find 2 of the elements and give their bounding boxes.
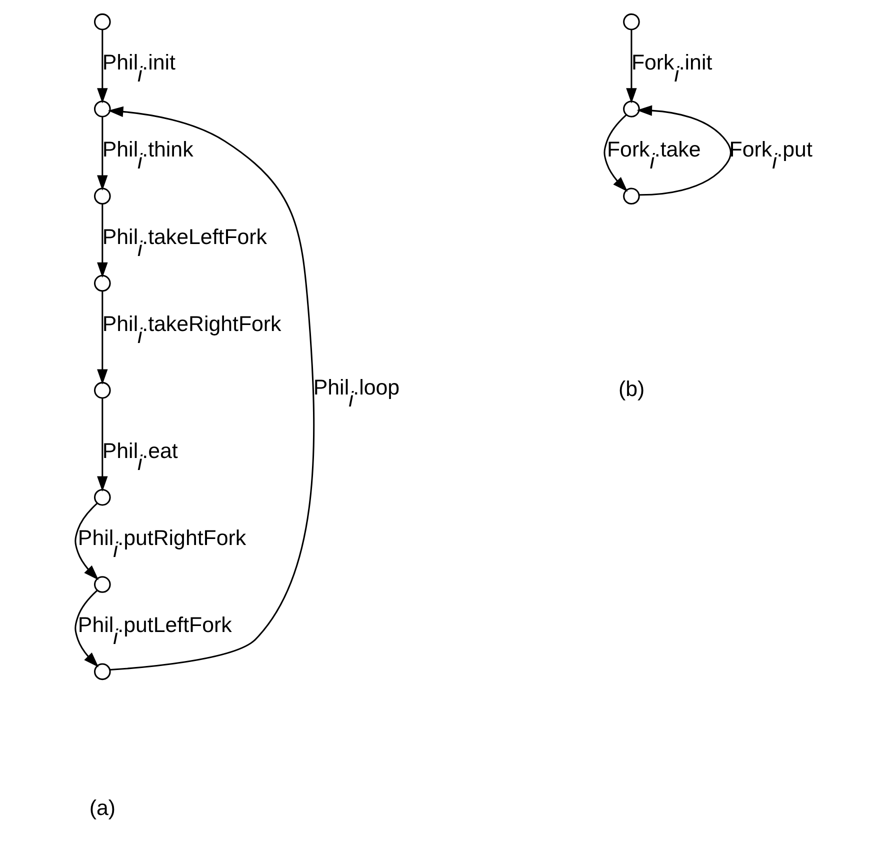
label: (a) bbox=[88, 796, 116, 820]
label: (b) bbox=[618, 376, 644, 401]
